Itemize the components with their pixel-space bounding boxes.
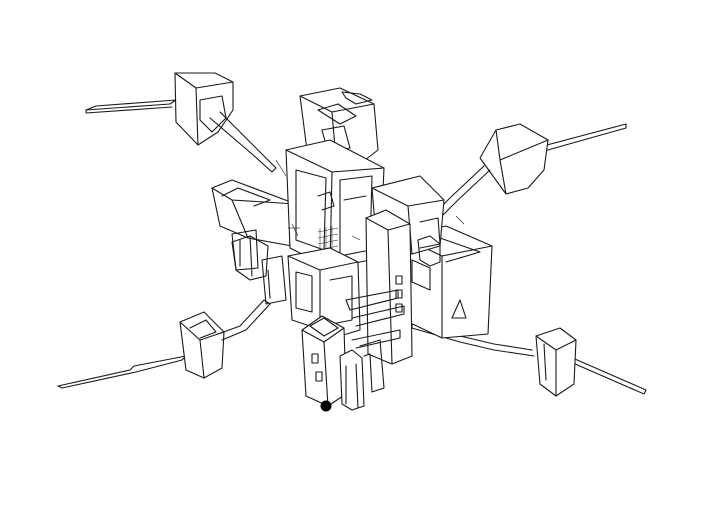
arm-lower-left (57, 299, 271, 389)
arm-upper-left (85, 72, 277, 173)
left-wall-block (211, 179, 297, 305)
central-cluster (231, 87, 445, 411)
detail-strokes (275, 159, 465, 241)
arm-upper-right (429, 123, 627, 223)
black-dot-marker (320, 400, 332, 412)
arm-lower-right (411, 321, 647, 397)
